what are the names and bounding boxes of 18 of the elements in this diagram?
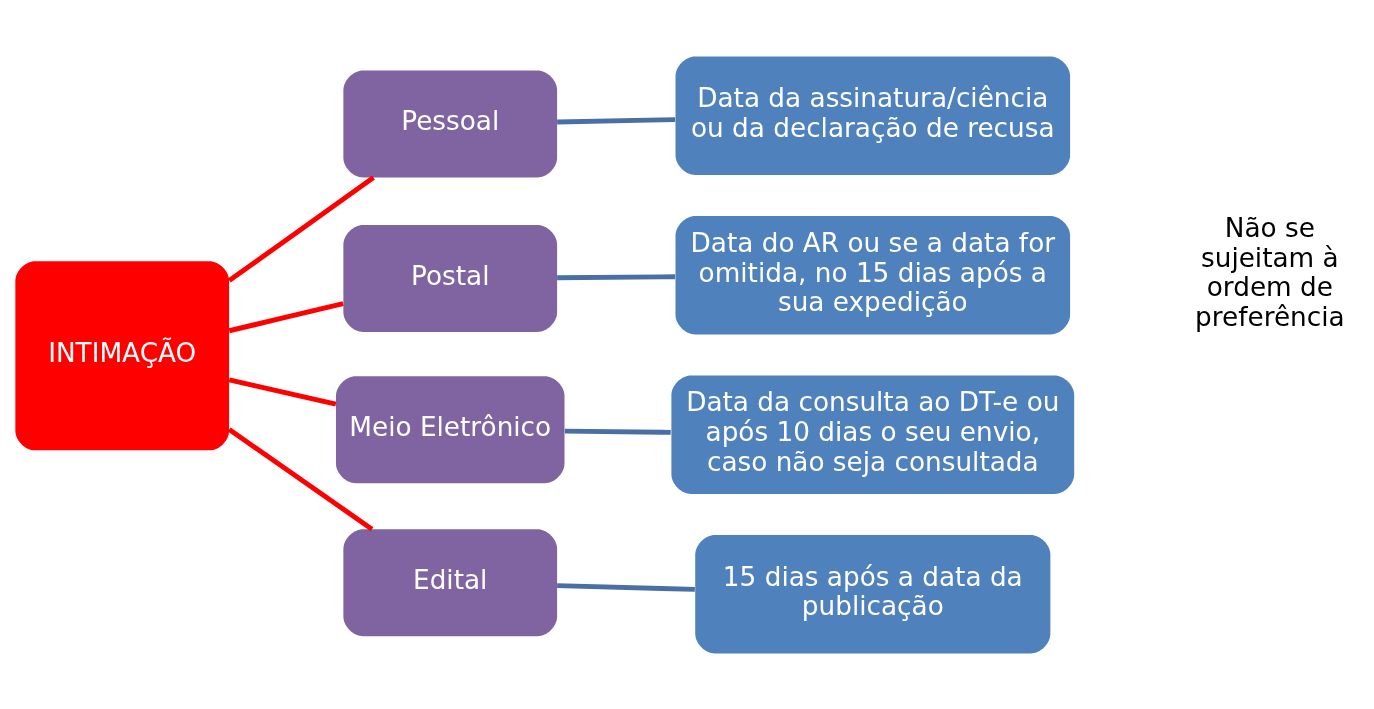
connector [227,426,374,531]
connector [557,273,676,280]
node-box: 15 dias após a data da publicação [695,534,1051,653]
label: Não se sujeitam à ordem de preferência [1195,212,1345,332]
node-box: Data da consulta ao DT-e ou após 10 dias o seu envio, caso não seja consultada [671,375,1075,494]
node-box: INTIMAÇÃO [15,260,230,450]
node-box: Pessoal [343,70,558,177]
node-box: Postal [343,224,558,332]
node-box: Meio Eletrônico [335,375,565,483]
node-box: Data do AR ou se a data for omitida, no 15 dias após a sua expedição [675,215,1071,334]
connector [564,428,671,435]
connector [228,300,344,333]
node-box: Data da assinatura/ciência ou da declaração de recusa [675,56,1071,175]
node-box: Edital [343,528,558,636]
connector [227,175,375,283]
connector [557,116,676,124]
connector [228,376,337,407]
connector [557,582,695,592]
